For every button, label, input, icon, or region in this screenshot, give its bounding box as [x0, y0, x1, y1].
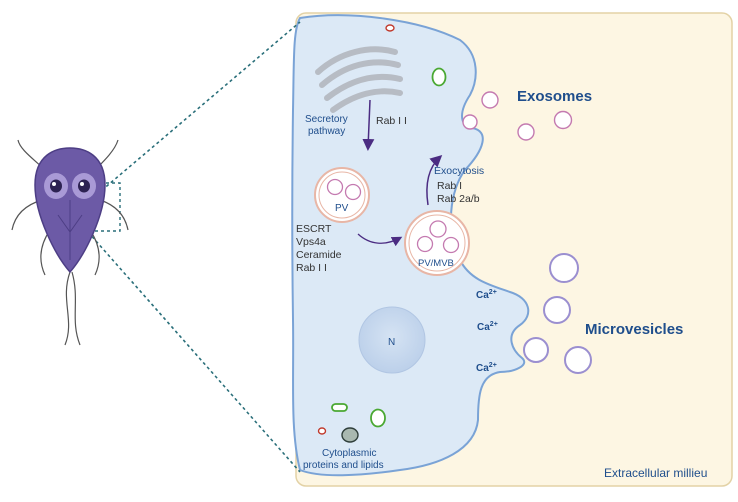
extracellular-label: Extracellular millieu [604, 466, 707, 480]
calcium-label: Ca2+ [476, 289, 497, 301]
lipid-droplet [341, 427, 359, 443]
calcium-label: Ca2+ [476, 362, 497, 374]
rab2ab-label: Rab 2a/b [437, 193, 480, 205]
microvesicle [549, 253, 579, 283]
ceramide-label: Ceramide [296, 249, 342, 261]
exosome-vesicle [517, 123, 535, 141]
exosomes-title: Exosomes [517, 88, 592, 105]
rab1-label: Rab I [437, 180, 462, 192]
pv-to-mvb-arrow [357, 233, 403, 247]
exocytosis-label: Exocytosis [434, 165, 484, 177]
small-vesicle-red [385, 24, 395, 32]
projection-line-top [87, 21, 301, 203]
green-organelle [431, 67, 447, 87]
green-organelle [331, 403, 348, 412]
exosome-vesicle [481, 91, 499, 109]
microvesicle [564, 346, 592, 374]
vps4a-label: Vps4a [296, 236, 326, 248]
pv-vesicle [314, 167, 370, 223]
giardia-parasite-icon [11, 139, 129, 346]
projection-line-bottom [87, 231, 301, 473]
golgi-icon [315, 46, 403, 113]
pv-label: PV [335, 203, 349, 214]
rab11-bottom-label: Rab I I [296, 262, 327, 274]
secretory-label-line2: pathway [308, 126, 345, 137]
pv-mvb-vesicle [404, 210, 470, 276]
small-vesicle-red [317, 427, 327, 435]
microvesicles-title: Microvesicles [585, 321, 683, 338]
secretory-label-line1: Secretory [305, 114, 348, 125]
microvesicle [543, 296, 571, 324]
nucleus-icon [358, 306, 426, 374]
calcium-label: Ca2+ [477, 321, 498, 333]
green-organelle [370, 408, 386, 428]
pv-mvb-label: PV/MVB [418, 258, 454, 269]
selection-box [87, 182, 121, 232]
escrt-label: ESCRT [296, 223, 332, 235]
microvesicle [523, 337, 549, 363]
cytoplasmic-label-line2: proteins and lipids [303, 460, 384, 471]
exosome-vesicle [553, 110, 573, 130]
cytoplasmic-label-line1: Cytoplasmic [322, 448, 376, 459]
rab11-top-label: Rab I I [376, 115, 407, 127]
nucleus-label: N [388, 337, 395, 348]
exosome-vesicle [462, 114, 478, 130]
secretory-arrow [362, 99, 375, 151]
exocytosis-arrow [426, 154, 443, 206]
